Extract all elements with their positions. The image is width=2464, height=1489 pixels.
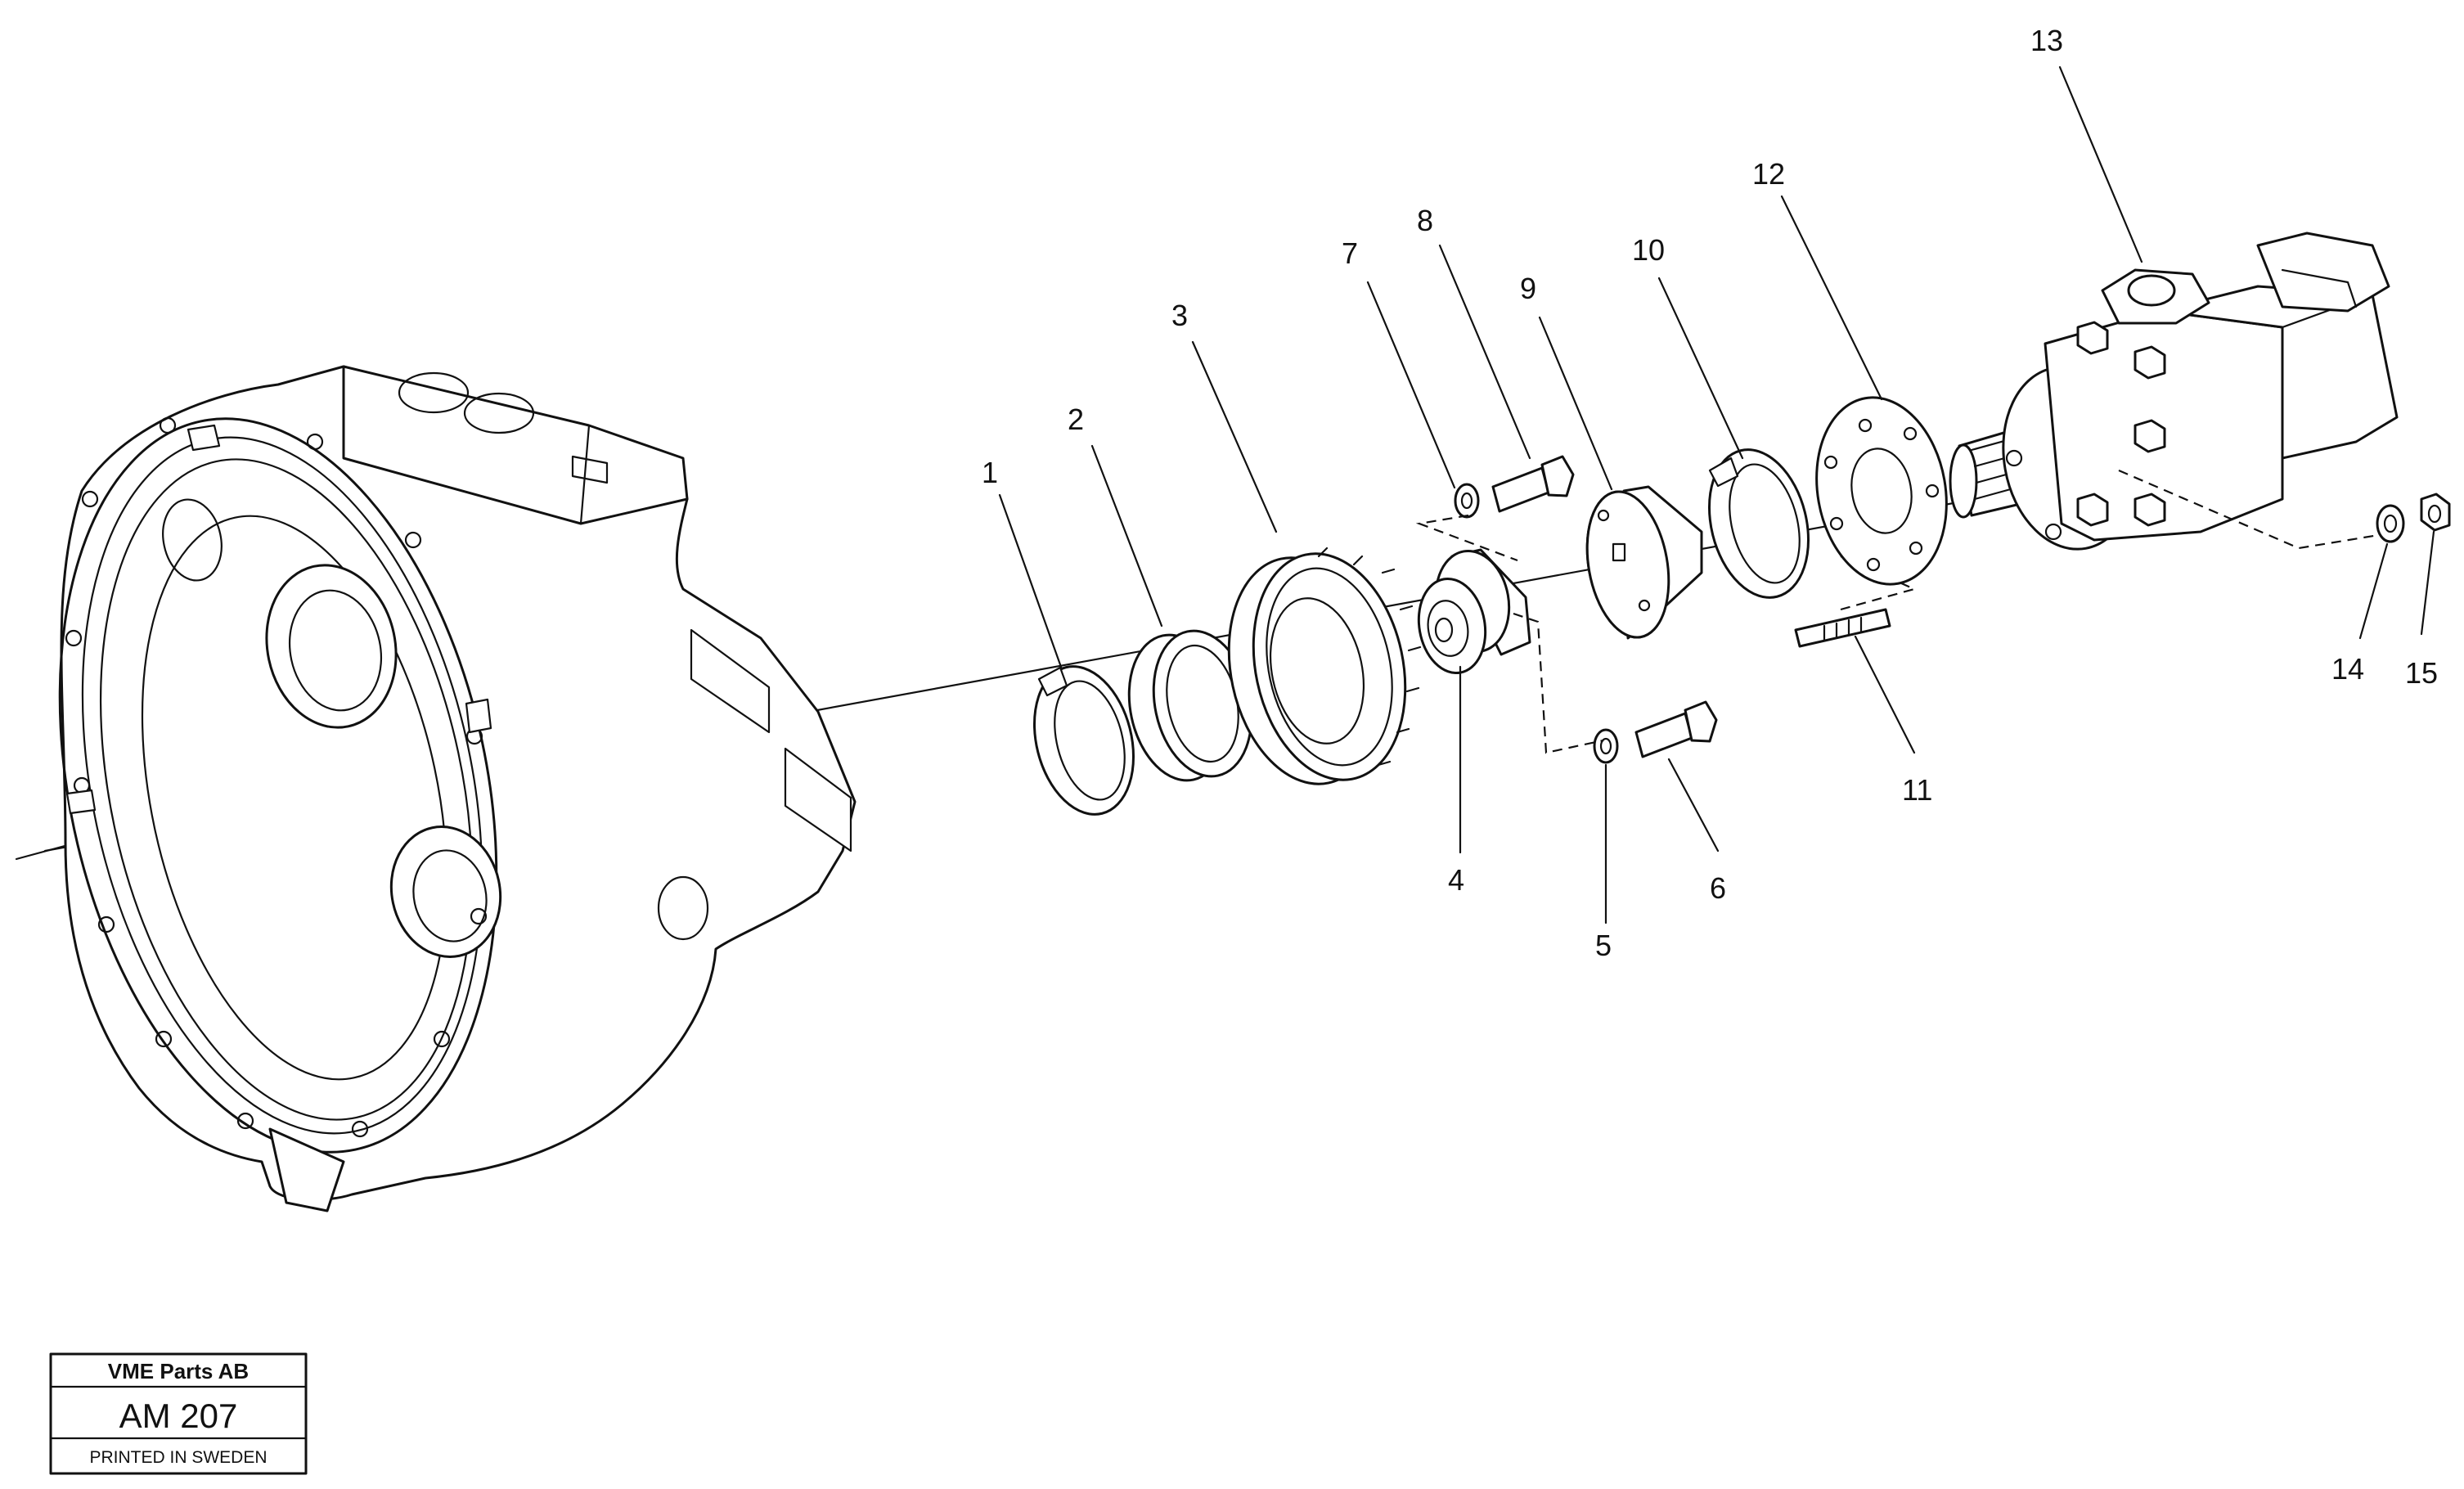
callout-15: 15 [2405, 656, 2438, 690]
callout-7: 7 [1342, 236, 1358, 270]
callout-8: 8 [1417, 204, 1433, 237]
leader-2 [1090, 444, 1163, 628]
callout-10: 10 [1632, 233, 1665, 267]
part-11-stud [1794, 608, 1891, 648]
part-8-bolt [1491, 455, 1575, 513]
part-6-bolt [1634, 700, 1718, 758]
part-7-washer [1454, 483, 1480, 519]
callout-12: 12 [1752, 157, 1785, 191]
callout-5: 5 [1595, 929, 1612, 962]
part-9-flange-hub [1585, 485, 1703, 640]
part-8-fitment-line [1415, 514, 1518, 562]
gear-housing [58, 365, 857, 1212]
title-code: AM 207 [119, 1397, 238, 1435]
leader-11 [1854, 635, 1916, 754]
part-4-drive-hub [1417, 548, 1531, 675]
part-6-fitment-line [1513, 612, 1604, 754]
part-12-mounting-plate [1815, 396, 1948, 586]
part-5-washer [1593, 728, 1619, 764]
leader-13 [2058, 65, 2143, 263]
leader-10 [1657, 277, 1744, 460]
part-13-hydraulic-pump [1949, 232, 2399, 551]
leader-6 [1667, 758, 1720, 852]
title-company: VME Parts AB [108, 1359, 249, 1383]
part-15-nut [2420, 493, 2451, 532]
callout-3: 3 [1171, 299, 1188, 332]
leader-8 [1438, 244, 1531, 460]
leader-3 [1191, 340, 1278, 533]
leader-7 [1366, 281, 1456, 489]
leader-12 [1780, 195, 1883, 401]
leader-15 [2420, 530, 2435, 636]
callout-1: 1 [982, 456, 998, 489]
callout-6: 6 [1710, 871, 1726, 905]
part-11-fitment-line [1840, 555, 1918, 611]
leader-14 [2358, 542, 2389, 640]
leader-1 [998, 493, 1063, 671]
part-1-snap-ring [1032, 665, 1135, 816]
title-printed: PRINTED IN SWEDEN [89, 1448, 267, 1467]
part-14-washer [2376, 504, 2405, 543]
callout-14: 14 [2331, 652, 2364, 686]
callout-11: 11 [1902, 773, 1932, 807]
callout-9: 9 [1520, 272, 1536, 305]
title-block: VME Parts AB AM 207 PRINTED IN SWEDEN [49, 1352, 308, 1475]
leader-9 [1538, 316, 1613, 491]
callout-2: 2 [1068, 403, 1084, 436]
part-3-gear-wheel [1227, 547, 1422, 785]
callout-4: 4 [1448, 863, 1464, 897]
part-10-snap-ring [1707, 448, 1810, 599]
callout-13: 13 [2030, 24, 2063, 57]
